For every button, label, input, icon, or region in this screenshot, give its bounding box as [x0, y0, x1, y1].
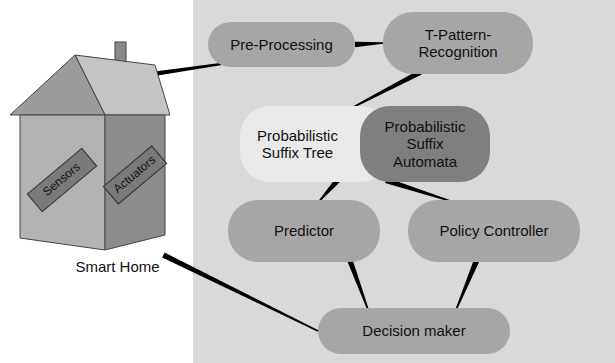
process-box: Predictor [228, 200, 380, 262]
connector [347, 259, 369, 310]
house-part [20, 115, 105, 250]
node-label: Pre-Processing [230, 36, 333, 53]
connector [355, 42, 383, 48]
process-box: Policy Controller [408, 200, 580, 262]
node-label: Policy Controller [439, 222, 548, 239]
connector [319, 179, 340, 202]
process-box: T-Pattern-Recognition [383, 12, 533, 74]
process-box: Decision maker [318, 308, 510, 354]
house-drawing [5, 40, 170, 255]
node-label: Predictor [274, 222, 334, 239]
house-illustration: Smart HomeSensorsActuators [5, 40, 170, 255]
connector [352, 70, 422, 109]
process-box: Pre-Processing [208, 22, 355, 67]
house-part [105, 115, 165, 250]
node-label: Decision maker [362, 322, 465, 339]
node-label: Smart Home [35, 258, 200, 275]
connector [162, 253, 318, 332]
house-part [10, 55, 105, 115]
connector [456, 259, 480, 310]
node-label: T-Pattern-Recognition [403, 26, 513, 61]
node-label: Probabilistic Suffix Tree [250, 127, 345, 162]
node-label: Probabilistic Suffix Automata [375, 118, 475, 170]
model-box: Probabilistic Suffix Automata [360, 106, 490, 182]
